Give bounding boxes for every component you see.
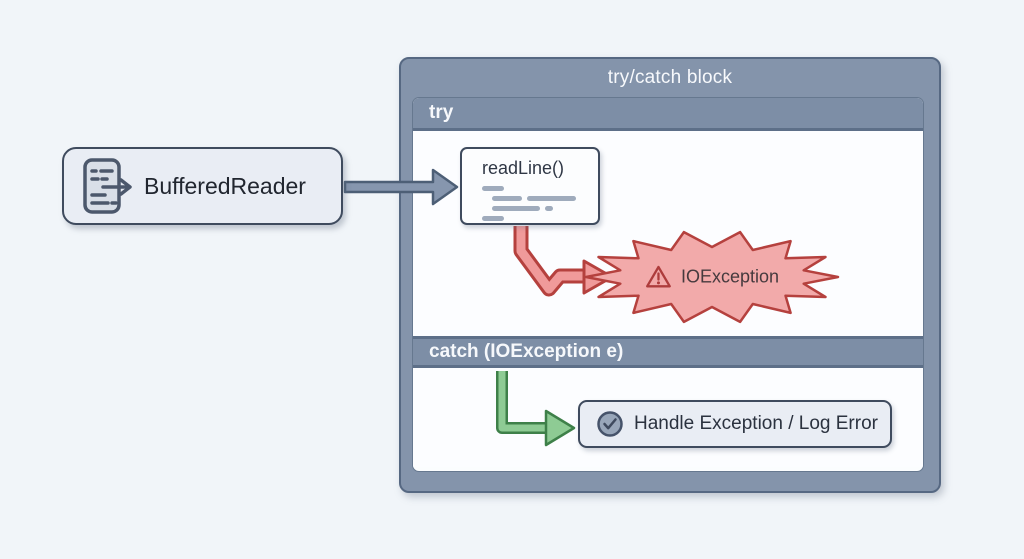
catch-section-header: catch (IOException e) — [413, 336, 923, 368]
handler-node: Handle Exception / Log Error — [578, 400, 892, 448]
catch-label: catch (IOException e) — [429, 341, 624, 362]
readline-label: readLine() — [482, 158, 565, 178]
readline-node: readLine() — [460, 147, 600, 225]
try-label: try — [429, 102, 454, 123]
handler-label: Handle Exception / Log Error — [634, 413, 878, 434]
ioexception-text: IOException — [680, 266, 780, 287]
buffered-reader-node: BufferedReader — [62, 147, 343, 225]
code-lines — [482, 186, 598, 221]
ioexception-label: IOException — [645, 265, 779, 290]
try-section-header: try — [413, 98, 923, 131]
check-circle-icon — [596, 410, 624, 438]
document-reader-icon — [82, 157, 138, 215]
container-title: try/catch block — [607, 67, 733, 88]
buffered-reader-label: BufferedReader — [144, 172, 306, 199]
warning-triangle-icon — [645, 265, 672, 290]
